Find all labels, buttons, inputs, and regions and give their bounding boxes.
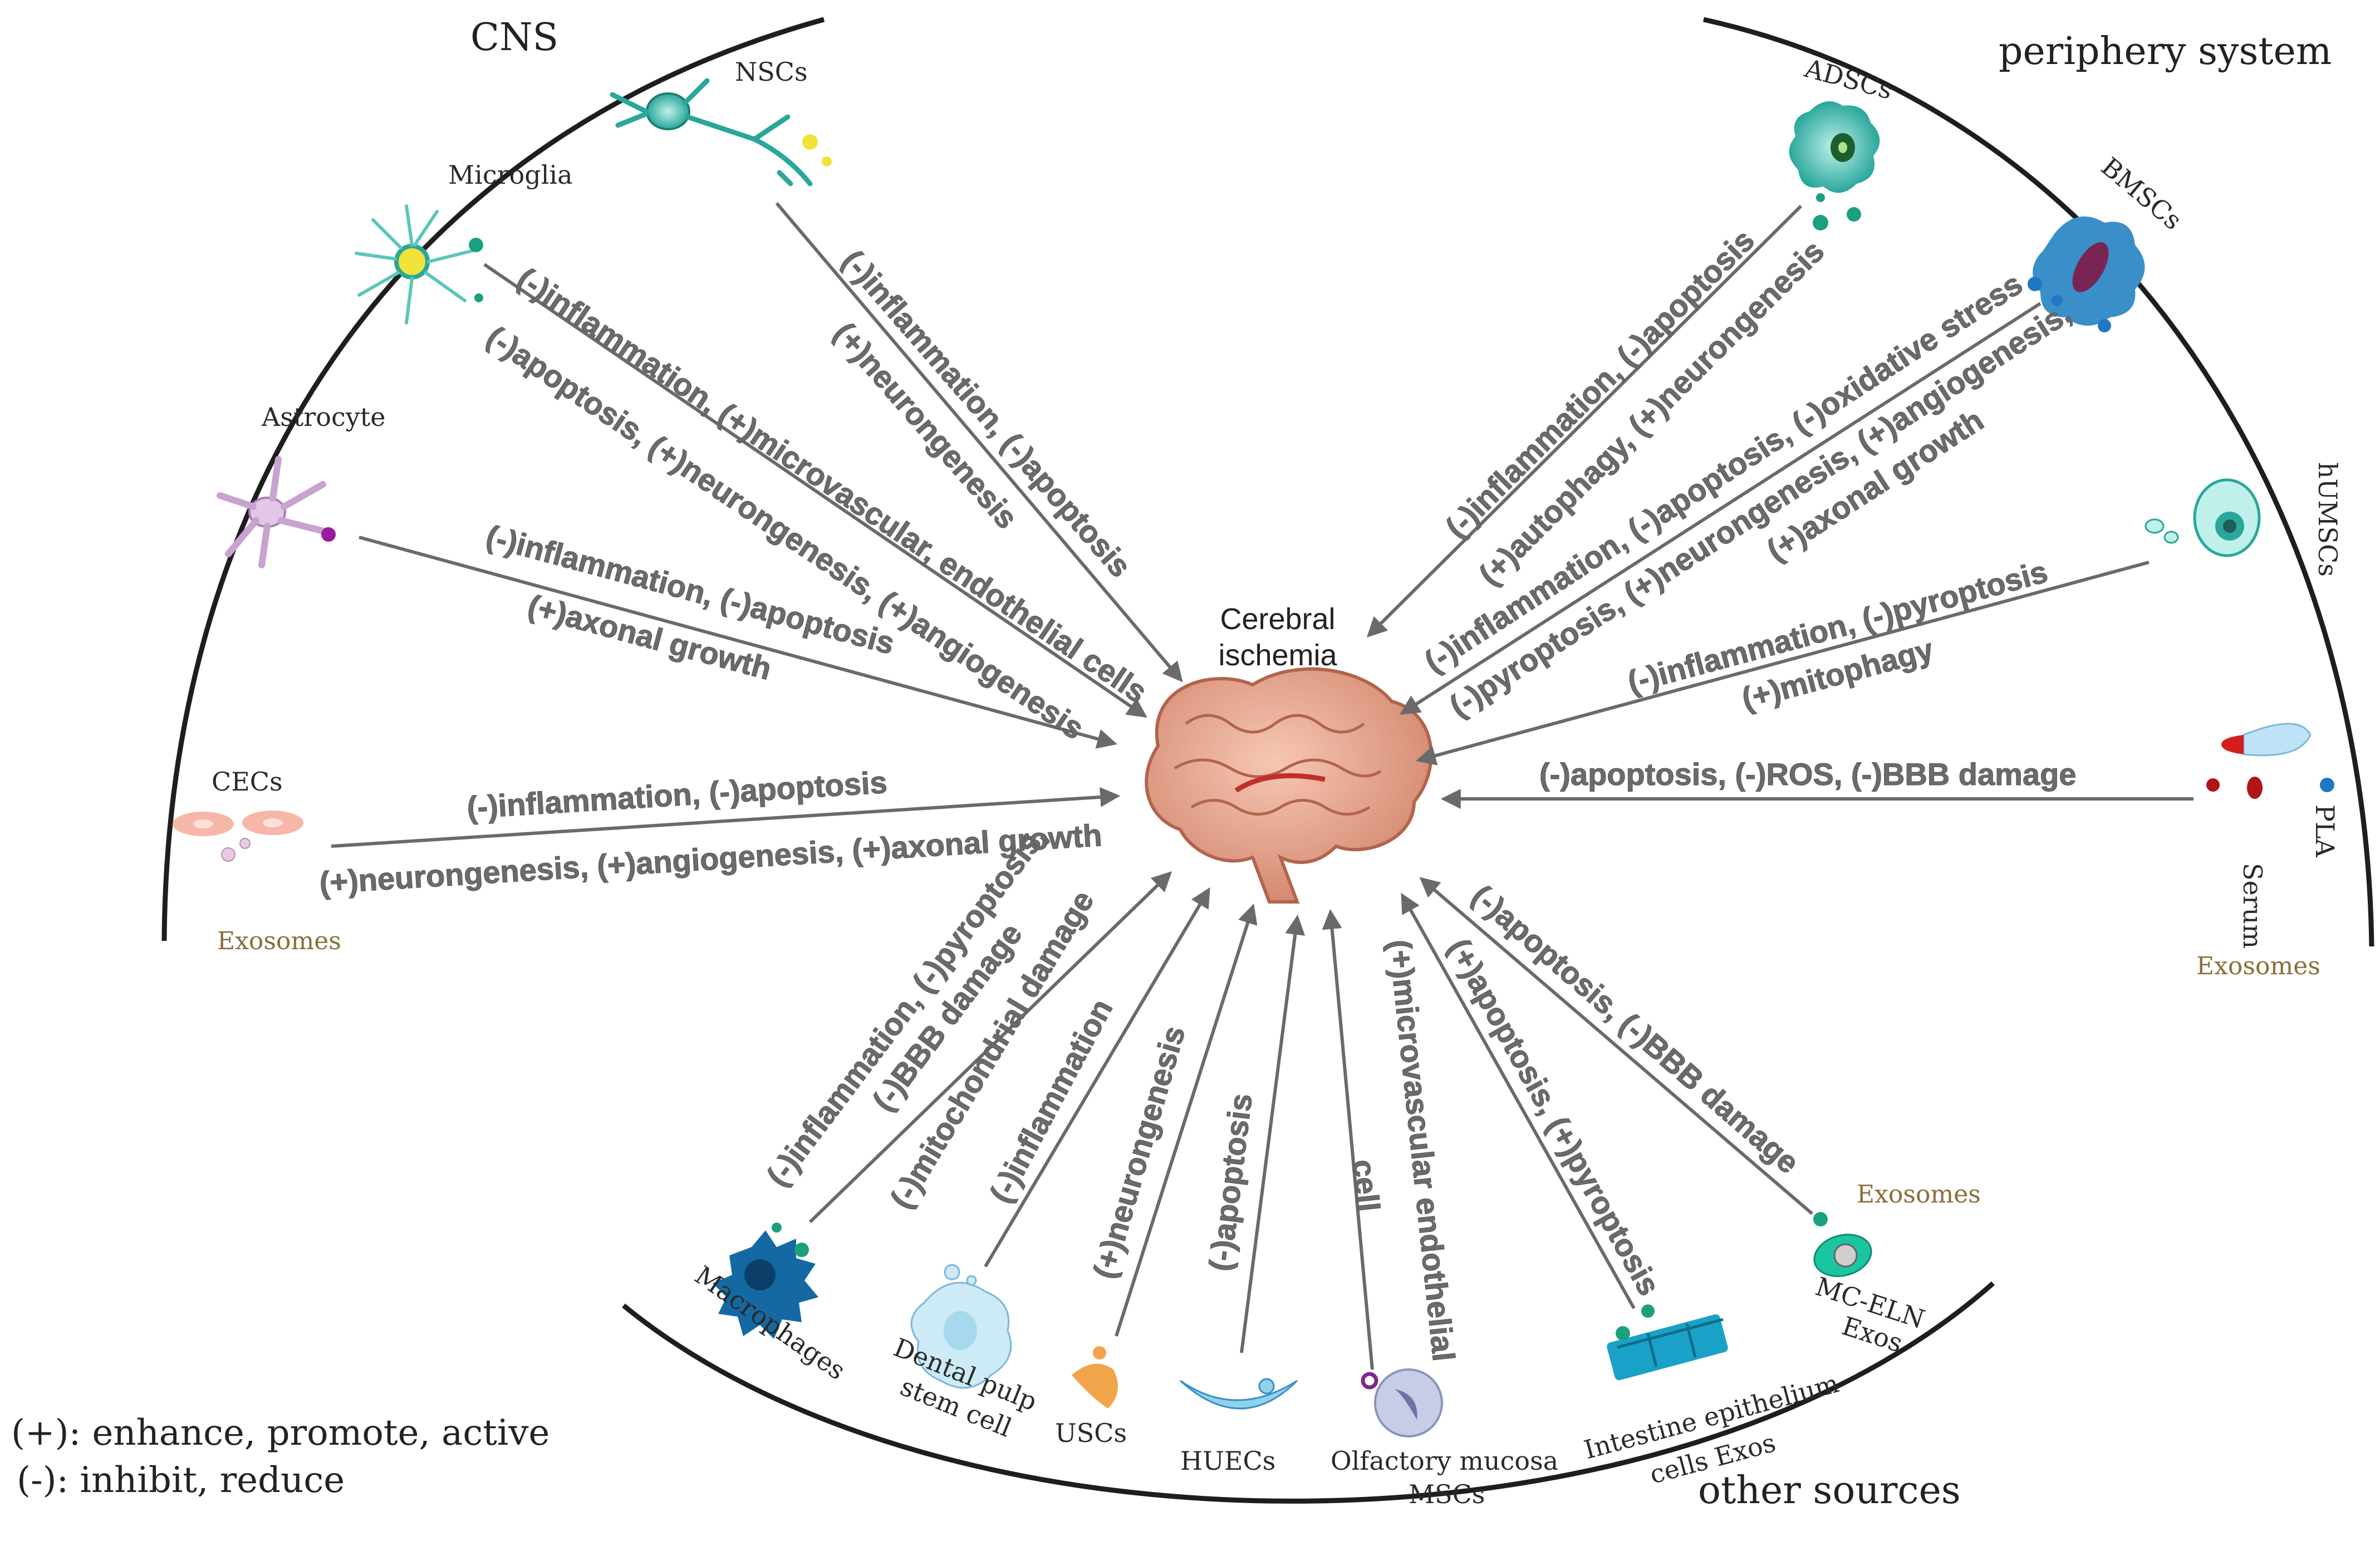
arrow-adscs bbox=[1366, 204, 1803, 638]
label-olfactory-line1: Olfactory mucosa bbox=[1331, 1446, 1558, 1476]
effect-intestine-1: (+)apoptosis, (+)pyroptosis bbox=[1442, 933, 1667, 1301]
center-label-line2: ischemia bbox=[1218, 639, 1337, 672]
arrow-macrophages bbox=[808, 871, 1172, 1224]
arrow-bmscs bbox=[1399, 302, 2042, 715]
legend-plus: (+): enhance, promote, active bbox=[11, 1412, 549, 1454]
label-nscs: NSCs bbox=[735, 57, 808, 87]
label-microglia: Microglia bbox=[448, 160, 573, 190]
arrow-astrocyte bbox=[359, 536, 1117, 749]
brain-icon bbox=[1145, 667, 1433, 904]
arrow-mc-eln bbox=[1419, 877, 1813, 1215]
other-boundary-arc bbox=[622, 1281, 1995, 1504]
label-olfactory-line2: MSCs bbox=[1409, 1479, 1485, 1509]
label-adscs: ADSCs bbox=[1801, 53, 1896, 105]
label-other-exosomes: Exosomes bbox=[1857, 1180, 1981, 1209]
center-label-line1: Cerebral bbox=[1220, 602, 1335, 636]
microglia-cell-icon bbox=[355, 204, 483, 325]
label-serum: Serum bbox=[2237, 863, 2268, 949]
label-huecs: HUECs bbox=[1180, 1446, 1275, 1476]
effect-pla-1: (-)apoptosis, (-)ROS, (-)BBB damage bbox=[1539, 757, 2076, 792]
effect-huecs-1: (-)apoptosis bbox=[1202, 1092, 1259, 1273]
label-pla: PLA bbox=[2310, 804, 2340, 857]
arrow-dental bbox=[984, 887, 1210, 1268]
cns-boundary-arc bbox=[161, 17, 825, 941]
effect-olfactory-1: (+)microvascular endothelial bbox=[1382, 938, 1461, 1363]
arrow-intestine bbox=[1401, 892, 1636, 1309]
humscs-cell-icon bbox=[2145, 478, 2261, 557]
cecs-cell-icon bbox=[173, 811, 303, 862]
mc-eln-exos-icon bbox=[1813, 1212, 1872, 1277]
label-cns-exosomes: Exosomes bbox=[217, 927, 341, 955]
legend-minus: (-): inhibit, reduce bbox=[17, 1460, 345, 1501]
arrow-humscs bbox=[1416, 561, 2150, 765]
label-uscs: USCs bbox=[1055, 1418, 1127, 1448]
arrow-nscs bbox=[775, 202, 1183, 683]
periphery-boundary-arc bbox=[1703, 17, 2374, 947]
arrow-cecs bbox=[331, 787, 1121, 848]
label-humscs: hUMSCs bbox=[2313, 462, 2343, 577]
arrow-uscs bbox=[1115, 904, 1258, 1337]
label-periphery-exosomes: Exosomes bbox=[2196, 952, 2320, 980]
dental-pulp-cell-icon bbox=[910, 1264, 1012, 1389]
pla-cell-icon bbox=[2206, 723, 2334, 799]
label-cecs: CECs bbox=[212, 767, 283, 797]
olfactory-cell-icon bbox=[1361, 1368, 1443, 1437]
nscs-cell-icon bbox=[610, 78, 832, 187]
macrophage-cell-icon bbox=[713, 1223, 818, 1339]
huecs-cell-icon bbox=[1179, 1378, 1298, 1410]
uscs-cell-icon bbox=[1072, 1346, 1118, 1409]
arrow-olfactory bbox=[1322, 909, 1374, 1370]
effect-olfactory-2: cell bbox=[1346, 1158, 1386, 1213]
arrow-microglia bbox=[483, 263, 1147, 718]
label-astrocyte: Astrocyte bbox=[261, 402, 385, 432]
region-label-other: other sources bbox=[1698, 1469, 1961, 1513]
adscs-cell-icon bbox=[1789, 101, 1880, 230]
arrow-huecs bbox=[1240, 914, 1306, 1353]
astrocyte-cell-icon bbox=[217, 456, 336, 568]
bmscs-cell-icon bbox=[2028, 216, 2145, 332]
region-label-periphery: periphery system bbox=[1999, 30, 2332, 73]
region-label-cns: CNS bbox=[470, 16, 558, 60]
intestine-cell-icon bbox=[1607, 1304, 1728, 1381]
